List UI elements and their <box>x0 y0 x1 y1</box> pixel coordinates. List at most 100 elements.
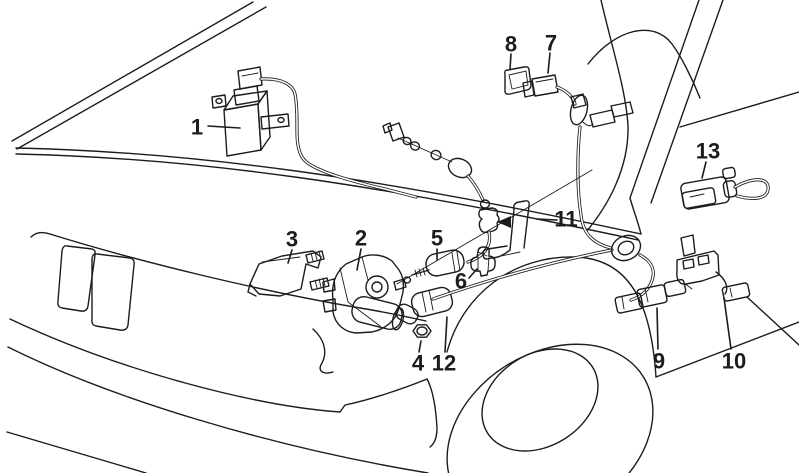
cable-end-fitting <box>393 278 407 291</box>
callout-12[interactable]: 12 <box>432 351 456 376</box>
callout-5[interactable]: 5 <box>431 226 443 251</box>
callout-2[interactable]: 2 <box>355 226 367 251</box>
callout-3[interactable]: 3 <box>286 227 298 252</box>
exploded-view-axis <box>396 169 593 285</box>
leader-line-8 <box>509 53 512 70</box>
bracket-10-clip-slot <box>729 287 733 298</box>
lead-barrel <box>410 286 454 318</box>
module-wire-core <box>260 78 417 198</box>
plug-13-face <box>681 187 717 209</box>
plug-13-wire-loop-core <box>734 179 769 200</box>
pad-link-wire <box>582 121 594 127</box>
a-pillar-line-2 <box>650 0 724 204</box>
bumper-bottom-line <box>7 346 429 473</box>
fender-beltline-2 <box>15 153 639 241</box>
grommet-cap-8-face <box>508 70 529 90</box>
wheel-arch <box>446 256 657 378</box>
bracket-10-plate <box>676 250 720 285</box>
leader-line-11 <box>536 218 558 221</box>
bracket-10-hole-2 <box>697 254 710 266</box>
bracket-10-clip <box>721 282 751 302</box>
callout-9[interactable]: 9 <box>653 349 665 374</box>
actuator-output-tube <box>351 295 403 331</box>
callout-1[interactable]: 1 <box>191 115 203 140</box>
diagnostic-plug-13 <box>680 166 770 210</box>
callout-13[interactable]: 13 <box>696 139 720 164</box>
rocker-line <box>655 321 799 378</box>
module-right-tab <box>260 113 290 130</box>
car-body-outline <box>6 0 799 473</box>
harness-plug-b <box>610 101 634 118</box>
tire-outline <box>446 343 654 473</box>
lead-elbow <box>395 303 419 325</box>
firewall-pad <box>569 94 589 126</box>
callout-8[interactable]: 8 <box>505 32 517 57</box>
module-side-face <box>257 90 271 151</box>
actuator-tab-lower <box>322 298 337 313</box>
bracket-3-stud-1 <box>305 250 325 264</box>
door-shut-line <box>746 296 799 346</box>
cable-adjuster-rings <box>451 251 461 273</box>
wheel-rim <box>481 348 599 452</box>
cable-threaded-rod <box>411 269 430 276</box>
cable-inner-rod <box>397 137 453 163</box>
hex-nut-4 <box>412 324 432 338</box>
bowden-cable-5 <box>382 122 500 291</box>
plug-13-slot <box>689 193 705 198</box>
plug-a-notch <box>621 296 625 310</box>
fender-shoulder-line <box>679 91 799 128</box>
module-plug <box>237 66 263 90</box>
firewall-grommet <box>610 234 642 262</box>
hood-edge-line-2 <box>16 6 267 150</box>
bracket-3-plate <box>249 250 322 297</box>
leader-line-7 <box>547 52 551 74</box>
cable-bead-1 <box>402 136 412 146</box>
harness-plug-a <box>589 109 616 128</box>
cable-top-cap <box>387 122 405 142</box>
module-front-face <box>223 103 262 157</box>
module-left-tab-hole <box>215 97 223 105</box>
plug-13-bump <box>721 166 737 180</box>
leader-line-1 <box>207 125 241 129</box>
leader-line-3 <box>287 249 293 264</box>
direction-arrow-0 <box>497 216 511 228</box>
connector-7-front <box>522 80 535 98</box>
bumper-top-line <box>9 318 428 413</box>
kidney-grille-left <box>57 245 96 312</box>
leader-line-12 <box>444 316 448 353</box>
nut-hex <box>412 324 432 338</box>
cable-rod-thread <box>414 267 426 278</box>
cable-top-tip <box>382 122 393 134</box>
hood-edge-line <box>11 1 254 142</box>
bracket-3-stud-1-thread <box>310 250 322 262</box>
junction-connectors-9 <box>614 278 693 314</box>
bumper-end-edge <box>426 378 438 448</box>
grommet-cap-8 <box>504 66 532 95</box>
bracket-10-tab <box>680 234 696 257</box>
lead-cable-run-core <box>432 249 613 300</box>
leader-line-2 <box>356 248 362 271</box>
fender-beltline <box>15 147 642 235</box>
bracket-3-stud-2 <box>309 277 330 291</box>
callout-7[interactable]: 7 <box>545 31 557 56</box>
cable-firewall-grommet <box>478 207 500 234</box>
mount-bracket-3 <box>247 250 330 297</box>
callout-10[interactable]: 10 <box>722 349 746 374</box>
bracket-3-flange <box>247 283 257 297</box>
plug-13-collar <box>722 180 738 198</box>
leader-line-6 <box>468 268 478 279</box>
pad-connector <box>570 93 587 109</box>
callout-4[interactable]: 4 <box>412 351 425 376</box>
bracket-11-foot-edge <box>486 251 521 260</box>
hood-front-edge <box>30 231 427 322</box>
control-module <box>211 66 418 199</box>
leader-line-4 <box>418 340 422 353</box>
bracket-3-fold <box>261 256 301 263</box>
callout-6[interactable]: 6 <box>455 269 467 294</box>
actuator-tab-upper <box>322 278 336 293</box>
bracket-10-hole-1 <box>682 258 695 270</box>
actuator-body <box>331 254 405 334</box>
callout-11[interactable]: 11 <box>554 207 577 232</box>
